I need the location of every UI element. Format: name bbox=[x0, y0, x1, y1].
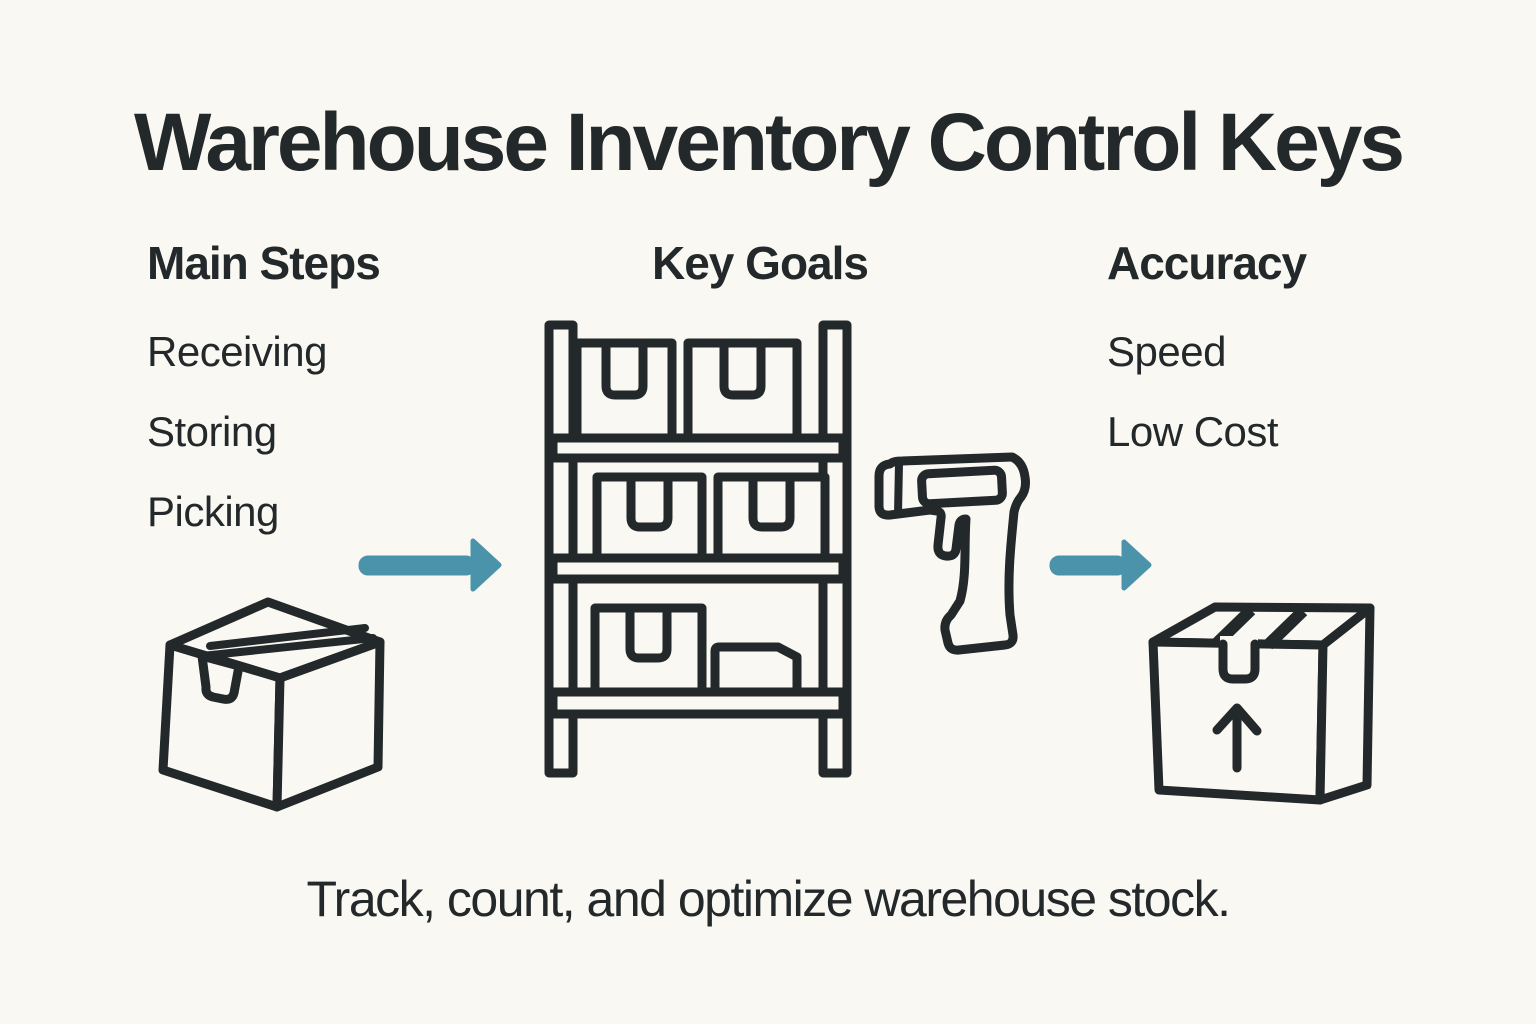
box-arrow-up-icon bbox=[1148, 602, 1375, 805]
cardboard-box-icon bbox=[158, 597, 385, 812]
arrow-right-icon bbox=[358, 538, 502, 592]
column-header-accuracy: Accuracy bbox=[1107, 237, 1307, 289]
list-item-low-cost: Low Cost bbox=[1107, 408, 1279, 455]
page-title: Warehouse Inventory Control Keys bbox=[134, 97, 1405, 188]
list-item-speed: Speed bbox=[1107, 328, 1226, 375]
main-steps-list: Receiving Storing Picking bbox=[147, 326, 327, 566]
list-item-picking: Picking bbox=[147, 488, 279, 535]
arrow-right-icon bbox=[1049, 539, 1152, 591]
warehouse-shelf-with-boxes-icon bbox=[544, 320, 852, 778]
column-header-key-goals: Key Goals bbox=[652, 237, 869, 289]
accuracy-list: Speed Low Cost bbox=[1107, 326, 1279, 486]
caption-text: Track, count, and optimize warehouse sto… bbox=[306, 871, 1232, 927]
list-item-receiving: Receiving bbox=[147, 328, 327, 375]
column-header-main-steps: Main Steps bbox=[147, 237, 381, 289]
barcode-scanner-icon bbox=[874, 452, 1030, 655]
list-item-storing: Storing bbox=[147, 408, 277, 455]
